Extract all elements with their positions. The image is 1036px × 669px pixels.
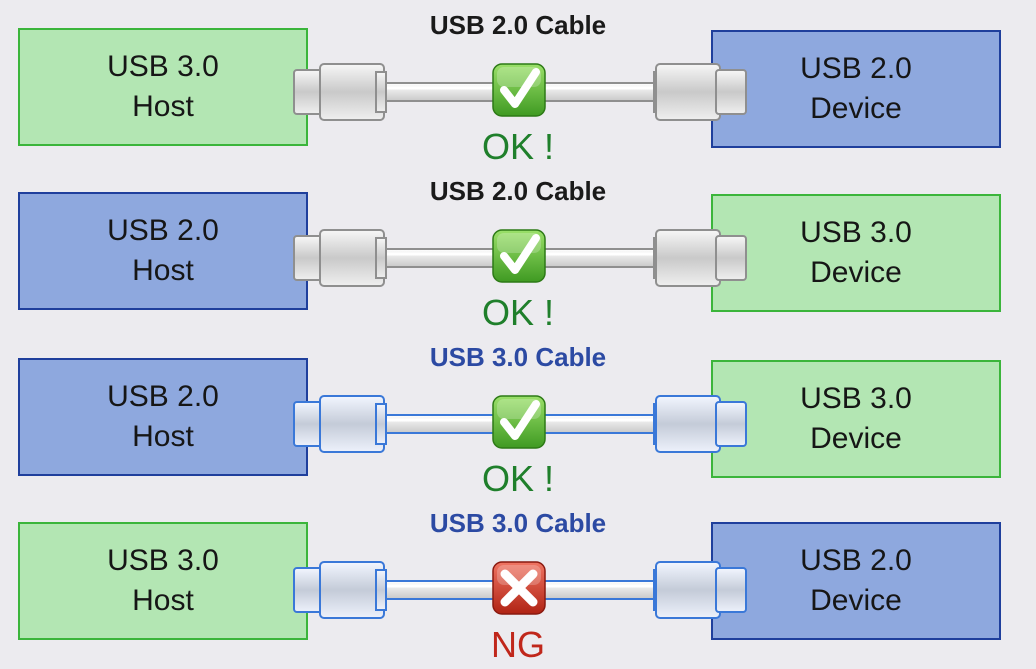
left-plug xyxy=(293,229,387,287)
cable-label: USB 3.0 Cable xyxy=(429,508,607,538)
cable-label: USB 2.0 Cable xyxy=(429,176,607,206)
status-text: OK ! xyxy=(481,458,555,499)
cable-label: USB 3.0 Cable xyxy=(429,342,607,372)
device-version: USB 3.0 xyxy=(800,382,912,415)
right-plug xyxy=(653,229,747,287)
right-plug xyxy=(653,63,747,121)
usb3-cable xyxy=(293,395,747,453)
device-version: USB 2.0 xyxy=(800,52,912,85)
right-plug xyxy=(653,561,747,619)
usb3-cable xyxy=(293,561,747,619)
checkmark-icon xyxy=(492,63,546,117)
checkmark-icon xyxy=(492,229,546,283)
device-role: Device xyxy=(810,92,902,125)
host-role: Host xyxy=(132,254,194,287)
cable-label: USB 2.0 Cable xyxy=(429,10,607,40)
left-plug xyxy=(293,561,387,619)
status-text: OK ! xyxy=(481,292,555,333)
left-plug xyxy=(293,63,387,121)
device-role: Device xyxy=(810,422,902,455)
usb2-cable xyxy=(293,229,747,287)
status-text: OK ! xyxy=(481,126,555,167)
host-version: USB 2.0 xyxy=(107,380,219,413)
host-role: Host xyxy=(132,584,194,617)
device-version: USB 2.0 xyxy=(800,544,912,577)
host-role: Host xyxy=(132,420,194,453)
device-version: USB 3.0 xyxy=(800,216,912,249)
host-version: USB 3.0 xyxy=(107,50,219,83)
cross-icon xyxy=(492,561,546,615)
right-plug xyxy=(653,395,747,453)
left-plug xyxy=(293,395,387,453)
usb2-cable xyxy=(293,63,747,121)
status-text: NG xyxy=(491,624,545,665)
host-version: USB 2.0 xyxy=(107,214,219,247)
host-version: USB 3.0 xyxy=(107,544,219,577)
device-role: Device xyxy=(810,584,902,617)
checkmark-icon xyxy=(492,395,546,449)
host-role: Host xyxy=(132,90,194,123)
device-role: Device xyxy=(810,256,902,289)
